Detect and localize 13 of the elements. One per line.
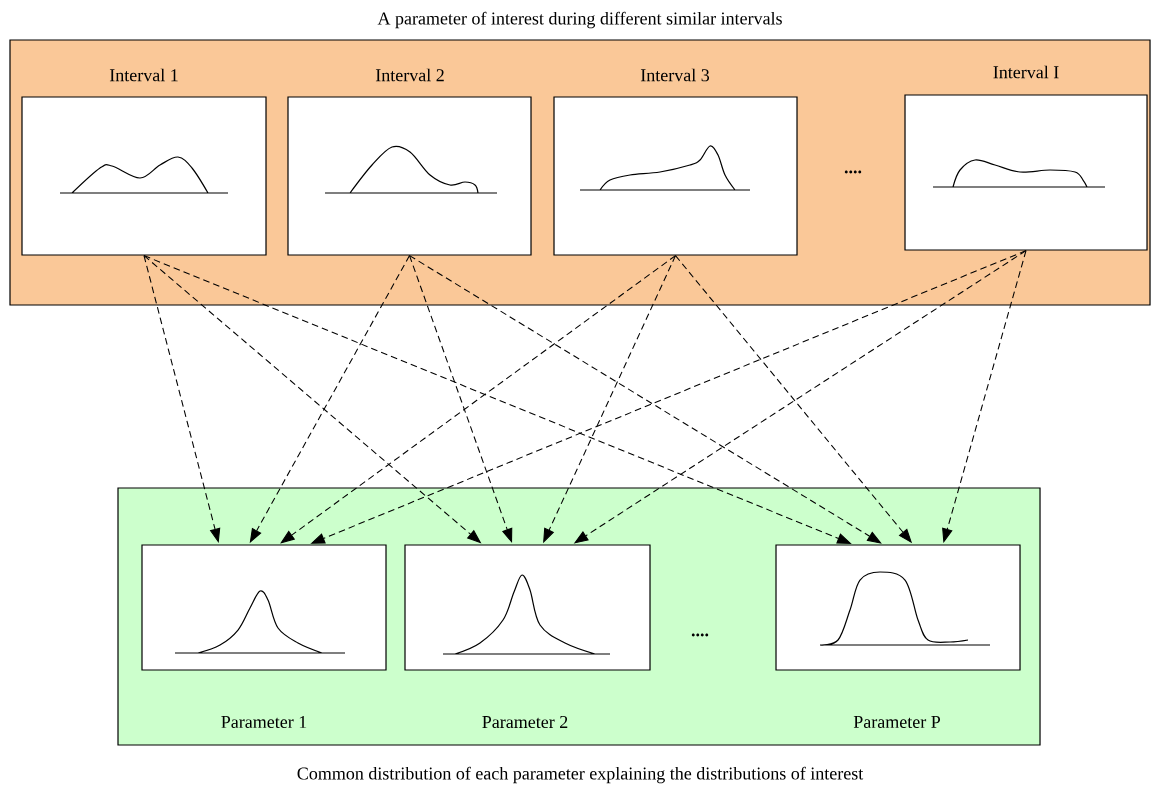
arrow [408, 255, 882, 544]
box-title: Parameter P [853, 716, 941, 728]
arrow [280, 255, 677, 544]
ellipsis: .... [844, 170, 862, 174]
box-title: Interval 2 [375, 68, 444, 82]
heading: A parameter of interest during different similar intervals [377, 11, 782, 29]
box-title: Parameter 2 [482, 715, 568, 729]
box-title: Parameter 1 [221, 716, 307, 729]
ellipsis: .... [691, 633, 709, 637]
panel-title: Common distribution of each parameter explaining the distributions of interest [297, 766, 864, 784]
box-title: Interval I [993, 65, 1059, 79]
box-title: Interval 3 [640, 68, 710, 82]
box-title: Interval 1 [109, 68, 178, 82]
